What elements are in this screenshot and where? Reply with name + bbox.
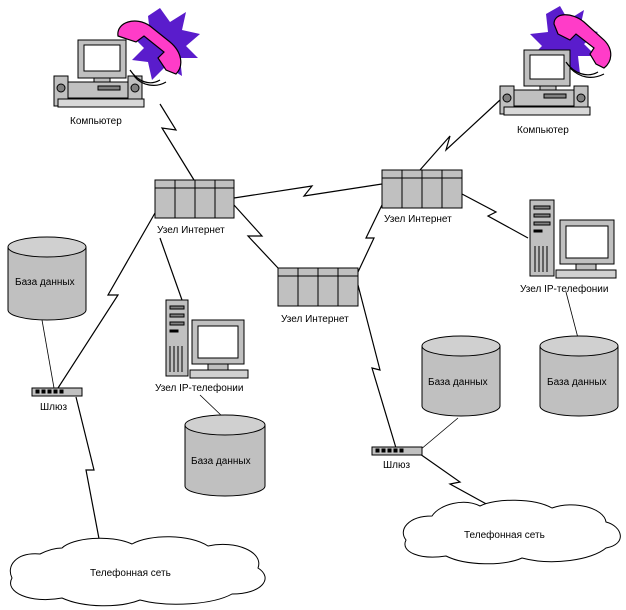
internet-node-1: Узел Интернет — [154, 179, 235, 236]
database-3-label: База данных — [428, 377, 488, 388]
link-node2-comp2 — [419, 99, 501, 171]
database-icon — [539, 335, 619, 417]
link-comp1-node1 — [159, 103, 195, 181]
server-icon — [529, 199, 617, 279]
phone-network-1: Телефонная сеть — [9, 536, 266, 607]
computer-icon — [53, 39, 145, 108]
database-2: База данных — [184, 414, 266, 497]
computer-icon — [499, 49, 591, 116]
link-node1-node3 — [233, 204, 279, 269]
internet-node-2: Узел Интернет — [381, 169, 463, 225]
link-ipnode2-db4 — [565, 291, 579, 339]
database-icon — [184, 414, 266, 497]
internet-node-2-label: Узел Интернет — [384, 214, 452, 225]
link-node2-ipnode2 — [461, 193, 529, 239]
computer-1 — [53, 8, 200, 108]
router-icon — [277, 267, 359, 307]
database-4: База данных — [539, 335, 619, 417]
link-node3-gateway2 — [357, 284, 397, 449]
link-gateway1-cloud1 — [75, 396, 101, 545]
computer-1-label: Компьютер — [70, 116, 122, 127]
link-node1-gateway1 — [57, 212, 156, 389]
internet-node-3-label: Узел Интернет — [281, 314, 349, 325]
router-icon — [154, 179, 235, 219]
database-1-label: База данных — [15, 277, 75, 288]
internet-node-3: Узел Интернет — [277, 267, 359, 325]
internet-node-1-label: Узел Интернет — [157, 225, 225, 236]
gateway-icon — [371, 446, 423, 456]
cloud-icon — [9, 536, 266, 607]
database-icon — [7, 236, 87, 321]
link-gateway2-cloud2 — [419, 453, 491, 507]
gateway-icon — [31, 387, 83, 397]
telephone-icon — [553, 14, 612, 78]
phone-network-2: Телефонная сеть — [402, 499, 621, 565]
telephone-icon — [117, 20, 182, 86]
router-icon — [381, 169, 463, 209]
connections — [41, 99, 579, 545]
database-icon — [421, 335, 501, 417]
database-3: База данных — [421, 335, 501, 417]
cloud-icon — [402, 499, 621, 565]
gateway-1-label: Шлюз — [40, 402, 68, 413]
ip-telephony-node-2: Узел IP-телефонии — [520, 199, 617, 295]
link-node1-node2 — [233, 183, 383, 199]
computer-2 — [499, 6, 612, 116]
phone-network-1-label: Телефонная сеть — [90, 567, 171, 579]
server-icon — [165, 299, 249, 379]
computer-2-label: Компьютер — [517, 125, 569, 136]
link-node2-node3 — [357, 204, 383, 273]
ip-telephony-node-1-label: Узел IP-телефонии — [155, 382, 243, 394]
gateway-1: Шлюз — [31, 387, 83, 413]
ip-telephony-node-2-label: Узел IP-телефонии — [520, 283, 608, 295]
link-gateway2-db3 — [419, 417, 459, 451]
database-1: База данных — [7, 236, 87, 321]
link-db1-gateway1 — [41, 319, 55, 389]
database-2-label: База данных — [191, 456, 251, 467]
phone-network-2-label: Телефонная сеть — [464, 529, 545, 541]
database-4-label: База данных — [547, 377, 607, 388]
link-ipnode1-db2 — [199, 394, 225, 419]
link-node1-ipnode1 — [159, 237, 183, 301]
gateway-2: Шлюз — [371, 446, 423, 471]
ip-telephony-node-1: Узел IP-телефонии — [155, 299, 249, 394]
gateway-2-label: Шлюз — [383, 460, 411, 471]
